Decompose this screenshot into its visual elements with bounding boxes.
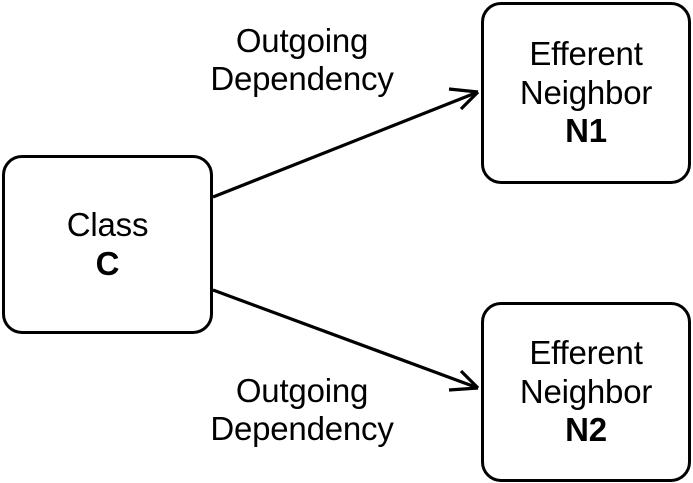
edge-c-n2-arrowhead-icon <box>448 369 480 392</box>
edge-label-c-n2-line2: Dependency <box>210 410 394 448</box>
edge-label-c-n1-line2: Dependency <box>210 60 394 98</box>
edge-label-c-n1: Outgoing Dependency <box>203 22 401 99</box>
edge-c-n1-line <box>212 90 479 199</box>
node-n2-label-line1: Efferent <box>529 333 643 371</box>
edge-c-n2-line <box>212 288 479 390</box>
edge-c-n1-arrowhead-icon <box>448 87 480 111</box>
node-class-c[interactable]: Class C <box>2 155 213 334</box>
node-n1-label-line2: Neighbor <box>519 73 653 111</box>
node-n2-label-line2: Neighbor <box>519 372 653 410</box>
node-class-c-identifier: C <box>95 244 120 282</box>
node-n1-identifier: N1 <box>565 112 607 150</box>
node-class-c-label: Class <box>66 205 149 243</box>
node-n1-label-line1: Efferent <box>529 34 643 72</box>
node-n2-identifier: N2 <box>565 411 607 449</box>
node-efferent-neighbor-n2[interactable]: Efferent Neighbor N2 <box>481 302 691 482</box>
node-efferent-neighbor-n1[interactable]: Efferent Neighbor N1 <box>481 2 691 184</box>
edge-label-c-n2-line1: Outgoing <box>235 372 369 409</box>
edge-c-n1[interactable] <box>212 87 480 199</box>
edge-label-c-n2: Outgoing Dependency <box>203 372 401 449</box>
edge-label-c-n1-line1: Outgoing <box>235 22 369 59</box>
edge-c-n2[interactable] <box>212 288 480 392</box>
